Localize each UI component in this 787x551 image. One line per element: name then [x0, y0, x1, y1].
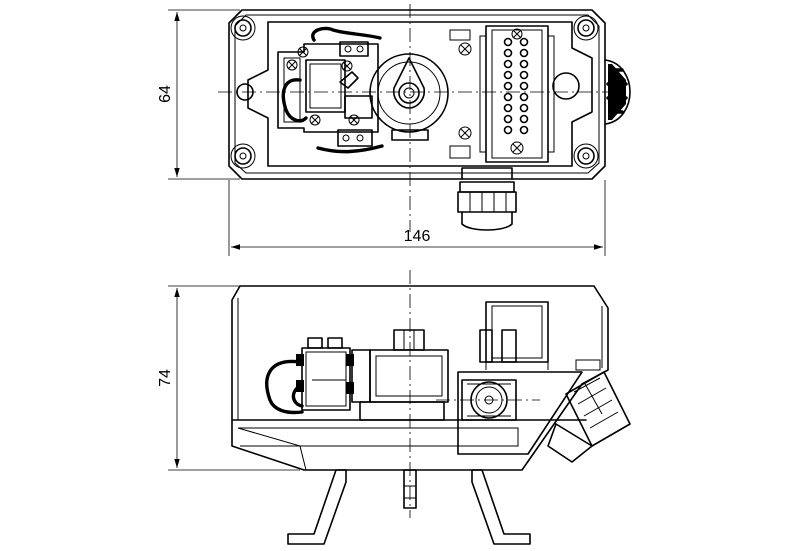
micro-switch-side [265, 329, 449, 421]
side-view [231, 270, 631, 545]
micro-switch-top [277, 26, 384, 154]
dimension-label-height-side: 74 [157, 369, 174, 387]
cable-gland-top [457, 167, 517, 231]
corner-screw-tl [230, 15, 256, 41]
dimension-lines [168, 9, 606, 471]
corner-screw-br [573, 143, 599, 169]
corner-screw-bl [230, 143, 256, 169]
housing-outline-top [228, 9, 606, 180]
side-knob [604, 59, 631, 125]
terminal-block [479, 25, 555, 163]
adjustment-dial [369, 53, 449, 141]
terminal-contacts [503, 37, 529, 135]
shaft-and-bracket [287, 469, 531, 545]
dimension-label-height-top: 64 [157, 85, 174, 103]
corner-screw-tr [573, 15, 599, 41]
mounting-hole-right [552, 72, 580, 100]
cable-gland-side [547, 371, 631, 463]
top-view [218, 4, 631, 232]
housing-outline-side [231, 285, 609, 471]
terminal-block-side [479, 301, 601, 371]
dimension-label-width: 146 [404, 228, 431, 245]
